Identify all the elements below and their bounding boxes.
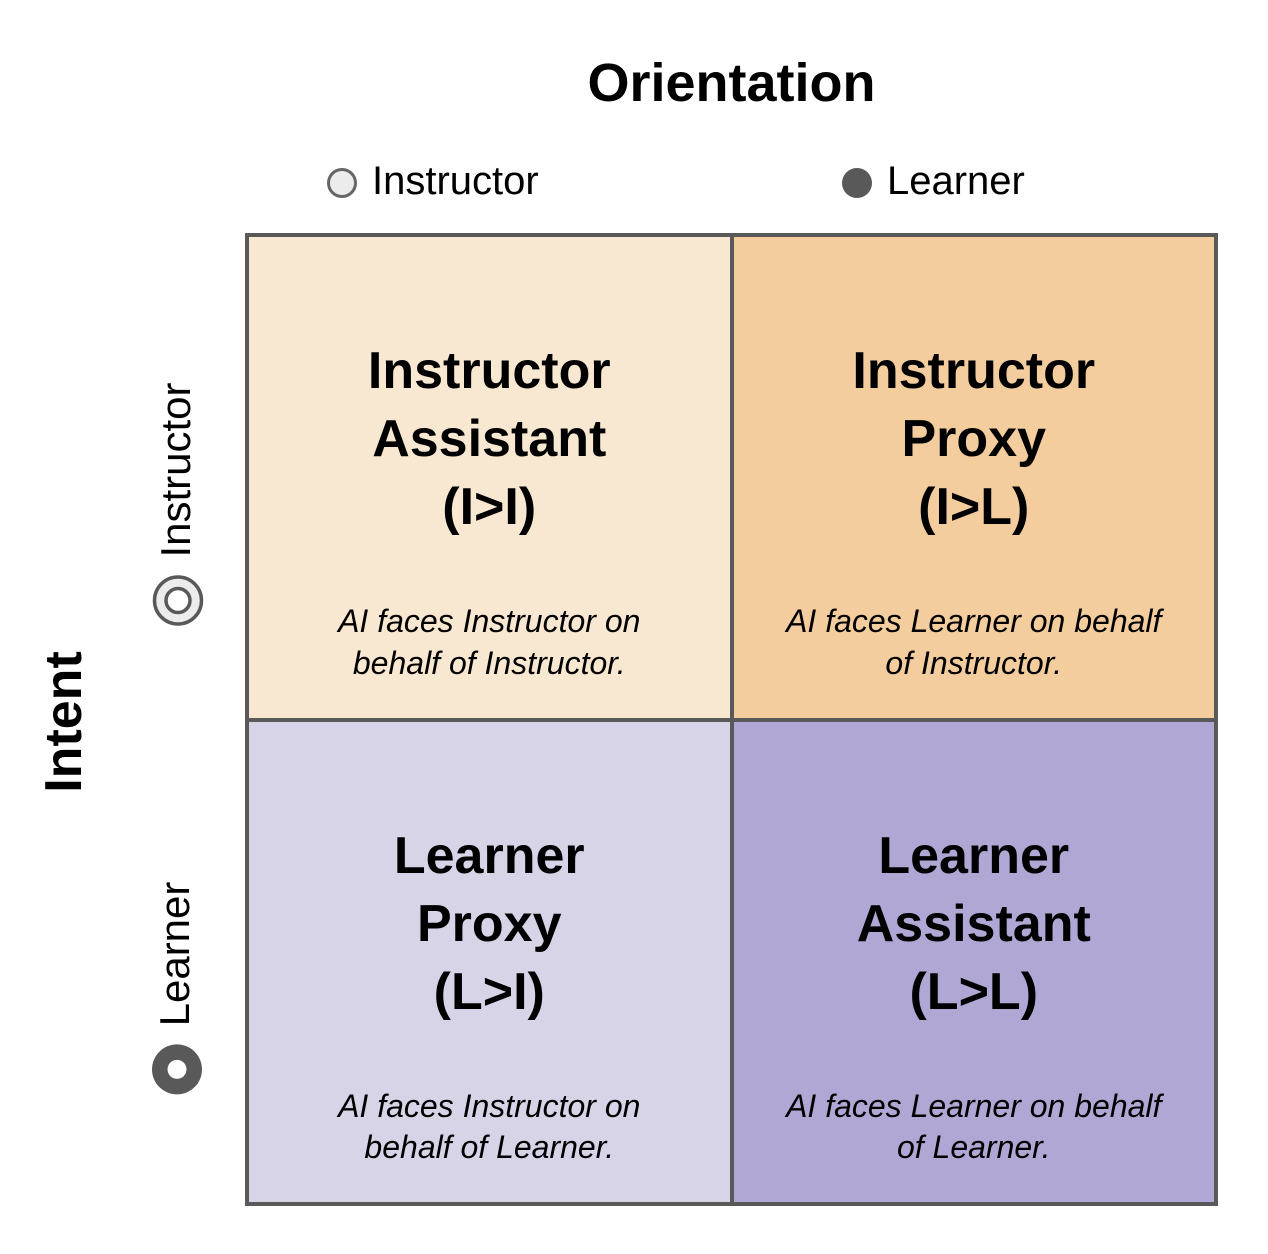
legend-label-learner: Learner [887, 159, 1025, 203]
intent-instructor-text: Instructor [152, 382, 199, 558]
quadrant-instructor-assistant: Instructor Assistant (I>I) AI faces Inst… [249, 237, 730, 718]
thick-ring-circle-icon [152, 1044, 202, 1095]
intent-axis-title: Intent [35, 651, 93, 793]
double-ring-circle-icon [152, 575, 204, 626]
legend-label-instructor: Instructor [372, 159, 539, 203]
intent-learner-text: Learner [151, 881, 198, 1027]
quadrant-learner-assistant: Learner Assistant (L>L) AI faces Learner… [733, 721, 1214, 1202]
quadrant-title: Learner Proxy (L>I) [393, 826, 585, 1021]
filled-circle-icon [842, 168, 872, 198]
quadrant-learner-proxy: Learner Proxy (L>I) AI faces Instructor … [249, 721, 730, 1202]
quadrant-title: Instructor Proxy (I>L) [852, 342, 1096, 536]
quadrant-description: AI faces Learner on behalf of Learner. [786, 1087, 1162, 1166]
intent-label-instructor: Instructor [151, 382, 205, 627]
legend-item-orientation-learner: Learner [841, 158, 1025, 208]
quadrant-title: Instructor Assistant (I>I) [367, 342, 611, 536]
legend-item-orientation-instructor: Instructor [326, 158, 539, 208]
quadrant-instructor-proxy: Instructor Proxy (I>L) AI faces Learner … [733, 237, 1214, 718]
orientation-axis-title: Orientation [587, 53, 876, 113]
quadrant-description: AI faces Instructor on behalf of Learner… [338, 1087, 641, 1166]
open-circle-icon [327, 168, 357, 198]
intent-label-learner: Learner [150, 882, 204, 1097]
quadrant-description: AI faces Learner on behalf of Instructor… [786, 603, 1162, 681]
quadrant-description: AI faces Instructor on behalf of Instruc… [338, 603, 641, 681]
quadrant-grid: Instructor Assistant (I>I) AI faces Inst… [245, 233, 1218, 1206]
quadrant-title: Learner Assistant (L>L) [856, 826, 1091, 1021]
